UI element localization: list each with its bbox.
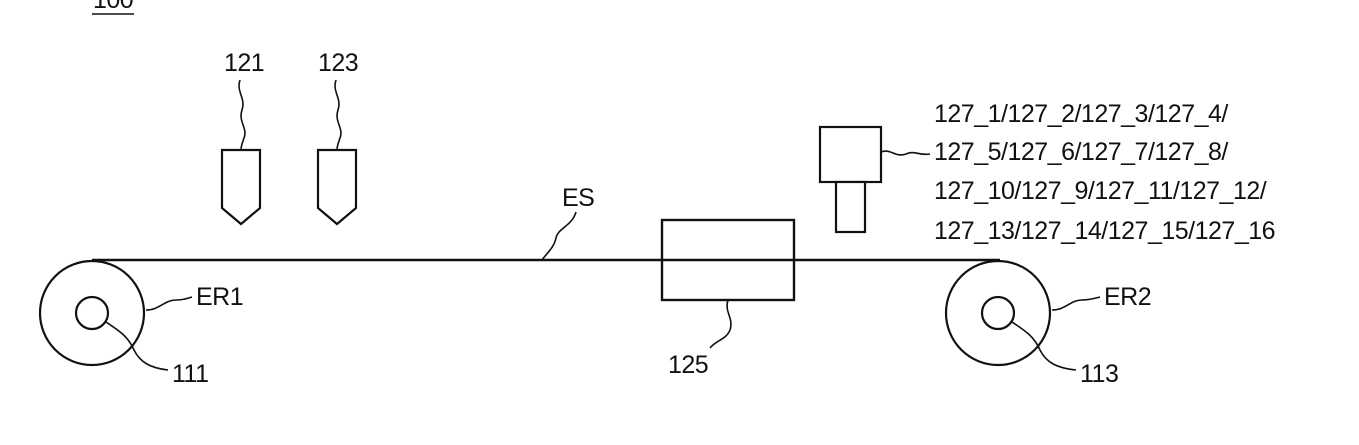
camera-leader bbox=[881, 151, 930, 155]
left-roller-hub-label: 111 bbox=[172, 360, 209, 388]
left-roller-hub bbox=[76, 297, 108, 329]
nozzle-121-leader bbox=[239, 80, 245, 150]
nozzle-121 bbox=[222, 150, 260, 224]
belt-label: ES bbox=[562, 184, 594, 212]
right-roller-hub-label: 113 bbox=[1080, 360, 1118, 388]
belt-leader bbox=[542, 212, 576, 260]
right-roller-hub bbox=[982, 297, 1014, 329]
camera-label-line-2: 127_5/127_6/127_7/127_8/ bbox=[934, 138, 1228, 166]
right-roller-outer-label: ER2 bbox=[1104, 283, 1151, 311]
nozzle-123-leader bbox=[335, 80, 341, 150]
camera-label-line-4: 127_13/127_14/127_15/127_16 bbox=[934, 217, 1275, 245]
nozzle-121-label: 121 bbox=[224, 49, 264, 77]
nozzle-123 bbox=[318, 150, 356, 224]
camera-label-line-1: 127_1/127_2/127_3/127_4/ bbox=[934, 100, 1228, 128]
figure-ref-label: 100 bbox=[93, 0, 133, 14]
camera-label-line-3: 127_10/127_9/127_11/127_12/ bbox=[934, 177, 1267, 205]
camera-lens bbox=[836, 182, 865, 232]
right-roller-outer-leader bbox=[1052, 297, 1100, 310]
left-roller-outer-label: ER1 bbox=[196, 283, 243, 311]
box-125-leader bbox=[710, 300, 731, 348]
camera-body bbox=[820, 127, 881, 182]
nozzle-123-label: 123 bbox=[318, 49, 358, 77]
box-125-label: 125 bbox=[668, 351, 708, 379]
left-roller-outer-leader bbox=[146, 297, 192, 310]
